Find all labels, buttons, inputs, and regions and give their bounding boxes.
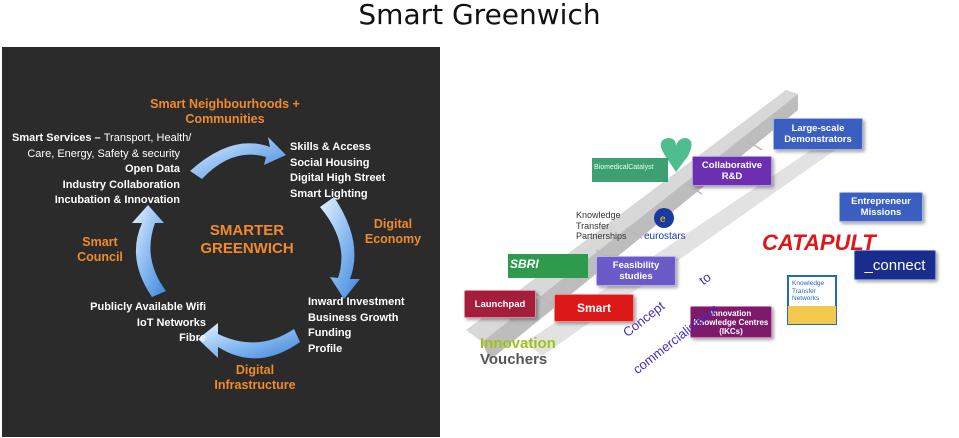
infrastructure-list: Publicly Available Wifi IoT Networks Fib… bbox=[90, 301, 206, 344]
arrow-bottom bbox=[198, 323, 300, 359]
center-smarter-greenwich: SMARTER GREENWICH bbox=[200, 222, 294, 257]
box-innovation-knowledge-centres: Innovation Knowledge Centres (IKCs) bbox=[690, 306, 772, 338]
sbri-ribbon bbox=[508, 254, 588, 278]
biomedical-bar bbox=[592, 158, 668, 182]
box-entrepreneur-missions: Entrepreneur Missions bbox=[839, 192, 923, 222]
connect-logo: _connect bbox=[854, 250, 936, 280]
smarter-greenwich-diagram: Smart Neighbourhoods + Communities Smart… bbox=[2, 47, 440, 437]
heading-smart-council: Smart Council bbox=[77, 235, 123, 264]
ktp-label: Knowledge Transfer Partnerships bbox=[576, 210, 627, 241]
arrow-right bbox=[320, 197, 360, 299]
heading-digital-economy: Digital Economy bbox=[364, 217, 422, 246]
box-launchpad: Launchpad bbox=[464, 290, 536, 318]
cycle-arrows bbox=[132, 137, 360, 359]
eurostars-logo-icon bbox=[654, 208, 674, 228]
eurostars-label: eurostars bbox=[644, 231, 686, 242]
smart-services-list: Smart Services – Transport, Health/ Care… bbox=[12, 132, 192, 206]
svg-text:e: e bbox=[660, 214, 666, 225]
biomedical-heart-icon bbox=[660, 138, 692, 172]
page-title: Smart Greenwich bbox=[358, 0, 601, 31]
box-collaborative-rd: Collaborative R&D bbox=[692, 156, 772, 186]
heading-digital-infrastructure: Digital Infrastructure bbox=[214, 363, 296, 392]
arrow-left bbox=[132, 205, 166, 297]
arrow-top bbox=[190, 137, 286, 179]
biomedical-catalyst-label: BiomedicalCatalyst bbox=[594, 164, 654, 171]
innovation-vouchers-logo: Innovation Vouchers bbox=[480, 335, 556, 368]
neighbourhoods-list: Skills & Access Social Housing Digital H… bbox=[290, 141, 386, 200]
heading-smart-neighbourhoods: Smart Neighbourhoods + Communities bbox=[150, 97, 300, 126]
box-smart: Smart bbox=[554, 294, 634, 322]
box-large-scale-demonstrators: Large-scale Demonstrators bbox=[773, 118, 863, 150]
ktn-label: Knowledge Transfer Networks bbox=[792, 280, 825, 302]
box-feasibility-studies: Feasibility studies bbox=[596, 256, 676, 286]
sbri-label: SBRI bbox=[510, 257, 539, 271]
economy-list: Inward Investment Business Growth Fundin… bbox=[308, 296, 405, 355]
innovation-funding-diagram: e BiomedicalCatalyst Large-scale Demonst… bbox=[446, 80, 958, 436]
